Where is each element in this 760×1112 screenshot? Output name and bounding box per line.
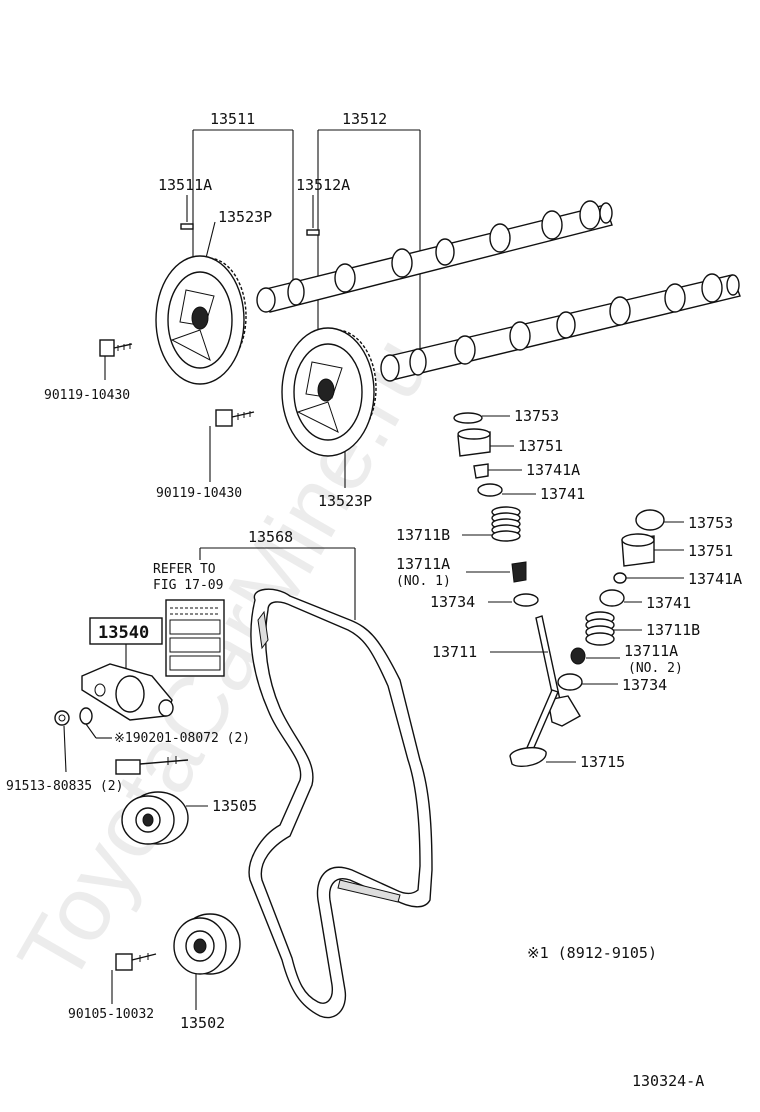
label-lifter-b: 13751	[688, 542, 733, 560]
label-bolt-sprocket-2: 90119-10430	[156, 486, 242, 501]
label-tensioner: 13540	[98, 623, 149, 643]
idler-bolt	[111, 953, 157, 1004]
seat-b	[557, 673, 583, 691]
camshaft-sprocket-right	[281, 327, 377, 457]
guide-a	[511, 561, 527, 583]
label-idler-pulley: 13502	[180, 1014, 225, 1032]
label-guide-b-note: (NO. 2)	[628, 661, 683, 676]
label-retainer-a: 13741	[540, 485, 585, 503]
camshaft-exhaust	[256, 200, 613, 313]
exhaust-valve	[535, 615, 581, 727]
keeper-b	[613, 572, 627, 584]
idler-pulley	[173, 913, 241, 1010]
intake-valve	[509, 689, 559, 768]
camshaft-sprocket-left	[155, 255, 247, 385]
knock-pin-exhaust	[180, 223, 194, 230]
guide-b	[570, 647, 586, 665]
valve-train-a	[453, 412, 539, 607]
shim-a	[453, 412, 483, 424]
label-spring-a: 13711B	[396, 526, 450, 544]
label-shim-b: 13753	[688, 514, 733, 532]
shim-b	[635, 509, 665, 531]
label-sprocket-left: 13523P	[218, 208, 272, 226]
camshaft-intake	[380, 273, 741, 382]
label-valve-exhaust: 13711	[432, 643, 477, 661]
retainer-a	[477, 483, 503, 497]
figure-id: 130324-A	[632, 1072, 704, 1090]
retainer-b	[599, 589, 625, 607]
label-pin-exhaust: 13511A	[158, 176, 212, 194]
label-keeper-b: 13741A	[688, 570, 742, 588]
label-retainer-b: 13741	[646, 594, 691, 612]
footnote: ※1 (8912-9105)	[527, 944, 657, 962]
refer-line-1: REFER TO	[153, 562, 216, 577]
tensioner-pulley	[115, 756, 208, 845]
camshaft-leaders	[186, 129, 421, 355]
label-shim-a: 13753	[514, 407, 559, 425]
knock-pin-intake	[306, 229, 320, 236]
refer-to-fig-note: REFER TO FIG 17-09	[153, 562, 225, 677]
label-lifter-a: 13751	[518, 437, 563, 455]
refer-line-2: FIG 17-09	[153, 578, 223, 593]
label-seat-a: 13734	[430, 593, 475, 611]
label-guide-a-note: (NO. 1)	[396, 574, 451, 589]
keeper-a	[473, 463, 489, 479]
label-idler-bolt: 90105-10032	[68, 1007, 154, 1022]
spring-b	[585, 611, 615, 646]
label-valve-intake: 13715	[580, 753, 625, 771]
label-tensioner-pulley: 13505	[212, 797, 257, 815]
spring-a	[491, 506, 521, 542]
label-stud-bolt: 91513-80835 (2)	[6, 779, 123, 794]
label-guide-a: 13711A	[396, 555, 450, 573]
washer-and-stud	[54, 707, 112, 773]
label-guide-b: 13711A	[624, 642, 678, 660]
label-washer-note: ※190201-08072 (2)	[114, 731, 250, 746]
label-keeper-a: 13741A	[526, 461, 580, 479]
sprocket-bolt-2	[209, 409, 255, 482]
label-spring-b: 13711B	[646, 621, 700, 639]
label-sprocket-right: 13523P	[318, 492, 372, 510]
label-seat-b: 13734	[622, 676, 667, 694]
label-camshaft-intake: 13512	[342, 110, 387, 128]
sprocket-bolt-1	[99, 339, 133, 380]
label-camshaft-exhaust: 13511	[210, 110, 255, 128]
label-bolt-sprocket-1: 90119-10430	[44, 388, 130, 403]
timing-belt-tensioner	[81, 663, 174, 721]
seat-a	[513, 593, 539, 607]
valve-train-b	[557, 509, 684, 691]
label-timing-belt: 13568	[248, 528, 293, 546]
timing-belt	[248, 588, 433, 1019]
label-pin-intake: 13512A	[296, 176, 350, 194]
